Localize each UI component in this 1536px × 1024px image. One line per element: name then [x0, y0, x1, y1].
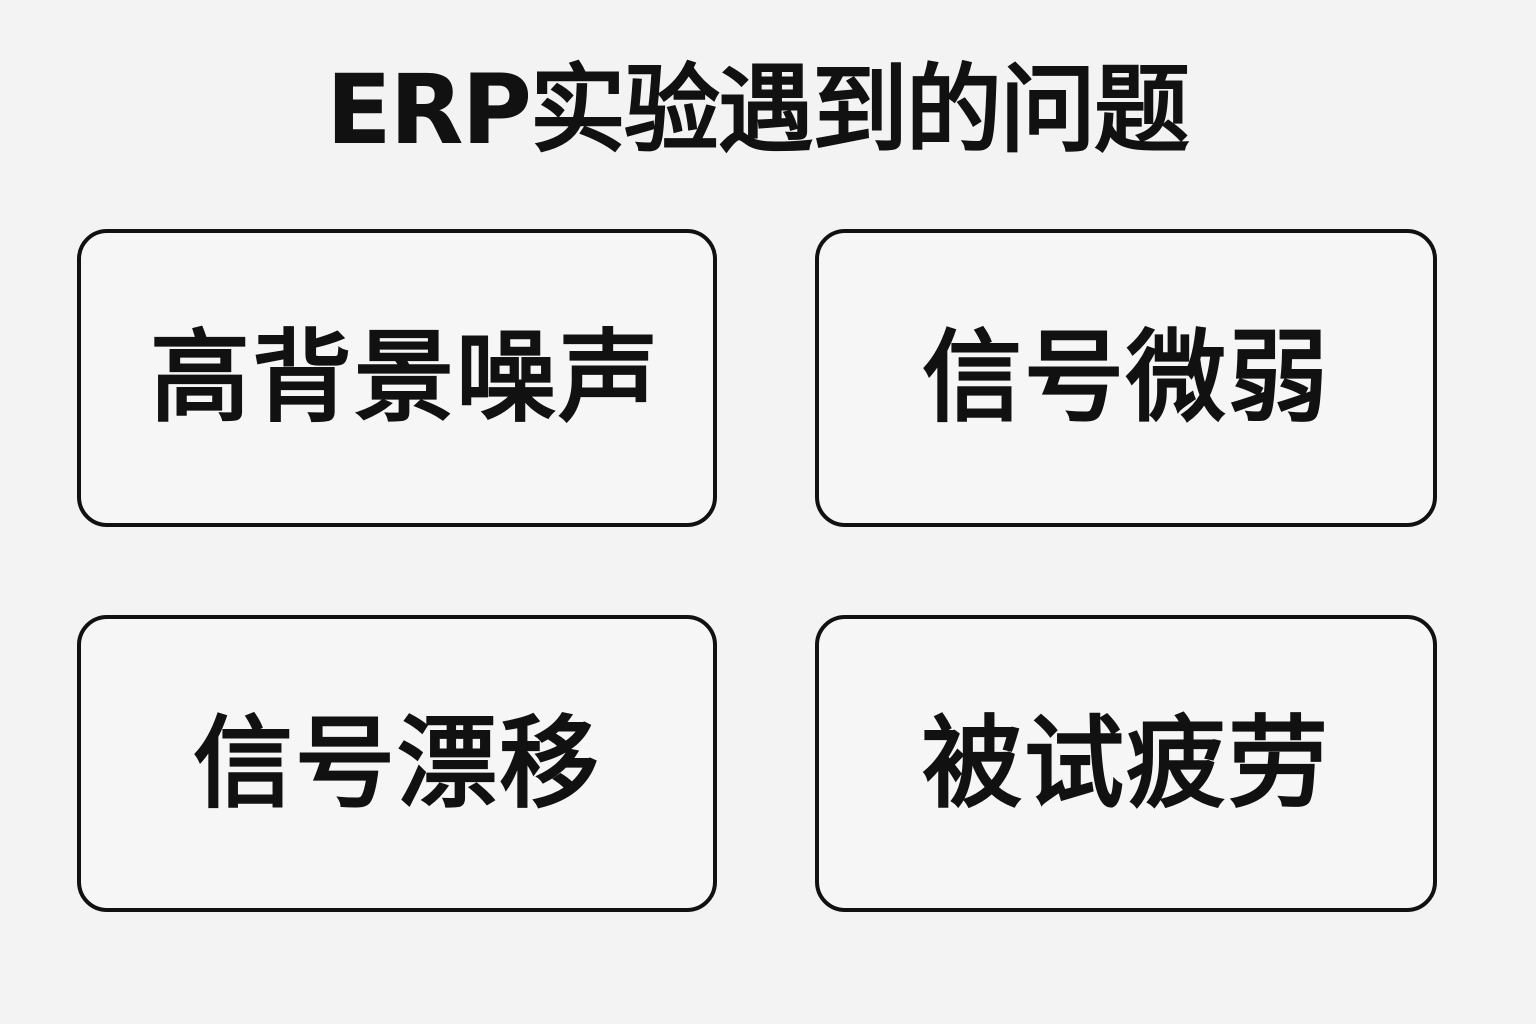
problem-box-signal-drift: 信号漂移 — [77, 615, 717, 912]
problem-label: 被试疲劳 — [922, 704, 1330, 822]
problem-label: 信号漂移 — [193, 704, 601, 822]
problem-box-high-background-noise: 高背景噪声 — [77, 229, 717, 527]
page-title: ERP实验遇到的问题 — [326, 54, 1190, 166]
problem-box-subject-fatigue: 被试疲劳 — [815, 615, 1437, 912]
problem-box-weak-signal: 信号微弱 — [815, 229, 1437, 527]
problem-label: 信号微弱 — [922, 319, 1330, 436]
problem-label: 高背景噪声 — [150, 319, 660, 436]
